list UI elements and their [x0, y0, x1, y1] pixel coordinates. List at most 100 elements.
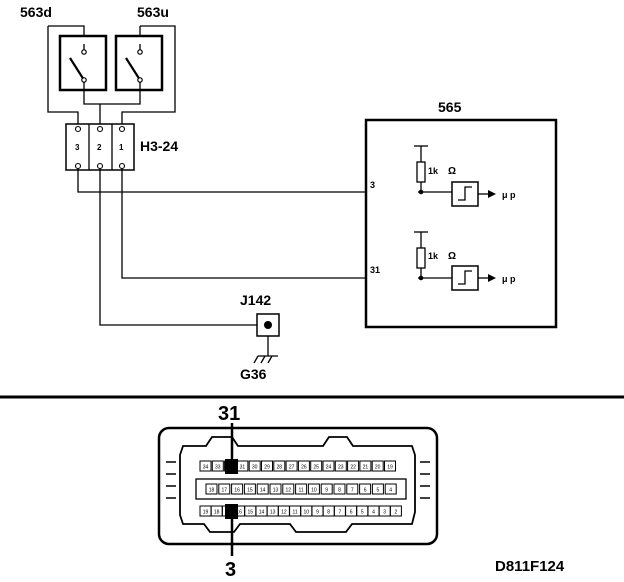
pin-callout-top: 31: [218, 403, 240, 425]
row3-pin-number: 2: [395, 510, 398, 516]
ohm-label-upper: Ω: [448, 166, 456, 177]
row1-pin-number: 23: [338, 465, 344, 471]
control-unit-565: [364, 118, 558, 329]
row2-pin-number: 4: [389, 488, 392, 494]
output-label-upper: μ p: [502, 190, 516, 200]
row2-pin-cell: [371, 483, 384, 495]
row1-pin-cell: [347, 460, 360, 472]
row2-pin-cell: [231, 483, 244, 495]
splice-label: J142: [240, 292, 271, 308]
diagram-code: D811F124: [495, 558, 565, 575]
input-stage-lower: [414, 231, 496, 291]
row2-pin-number: 12: [286, 488, 292, 494]
row1-pin-cell: [297, 460, 310, 472]
row3-pin-number: 12: [281, 510, 287, 516]
highlight-pin-31: [225, 459, 238, 474]
row3-pin-cell: [389, 505, 402, 517]
row2-pin-number: 11: [298, 488, 303, 494]
row2-pin-number: 6: [364, 488, 367, 494]
row1-pin-number: 34: [203, 465, 209, 471]
row1-pin-number: 22: [350, 465, 356, 471]
pin-label-1: 1: [119, 143, 124, 152]
switch-563d: [58, 34, 108, 92]
row2-pin-number: 7: [351, 488, 354, 494]
row1-pin-number: 30: [252, 465, 258, 471]
input-stage-upper: [414, 145, 496, 207]
row3-pin-number: 6: [350, 510, 353, 516]
row1-pin-number: 31: [240, 465, 246, 471]
row2-pin-cell: [346, 483, 359, 495]
control-unit-label: 565: [438, 99, 462, 115]
row2-pin-number: 13: [273, 488, 279, 494]
row2-pin-cell: [243, 483, 256, 495]
row1-pin-number: 21: [363, 465, 369, 471]
splice-j142: [256, 313, 280, 356]
pin-label-2: 2: [97, 143, 102, 152]
row2-pin-cell: [205, 483, 218, 495]
row2-pin-number: 10: [311, 488, 317, 494]
row1-pin-cell: [322, 460, 335, 472]
row1-pin-number: 24: [326, 465, 332, 471]
row3-pin-number: 11: [292, 510, 297, 516]
connector-label: H3-24: [140, 138, 178, 154]
row1-pin-cell: [285, 460, 298, 472]
row2-pin-number: 5: [377, 488, 380, 494]
wire-pin3-to-565: [77, 168, 418, 193]
row1-pin-number: 26: [301, 465, 307, 471]
ohm-label-lower: Ω: [448, 251, 456, 262]
row1-pin-number: 28: [277, 465, 283, 471]
row2-pin-number: 8: [338, 488, 341, 494]
highlight-pin-3: [225, 504, 238, 519]
row2-pin-cell: [307, 483, 320, 495]
row3-pin-number: 7: [339, 510, 342, 516]
row1-pin-cell: [211, 460, 224, 472]
switch-563u-label: 563u: [137, 4, 169, 20]
row2-pin-cell: [256, 483, 269, 495]
wire-563d-outer: [47, 26, 79, 124]
switch-563d-label: 563d: [20, 4, 52, 20]
row3-pin-number: 3: [383, 510, 386, 516]
row1-pin-number: 33: [215, 465, 221, 471]
row1-pin-number: 29: [264, 465, 270, 471]
row1-pin-number: 27: [289, 465, 295, 471]
row1-pin-number: 19: [387, 465, 393, 471]
pin-label-3: 3: [75, 143, 80, 152]
pin-callout-bottom: 3: [225, 559, 236, 581]
row1-pin-cell: [310, 460, 323, 472]
row2-pin-cell: [218, 483, 231, 495]
row3-pin-number: 9: [316, 510, 319, 516]
row2-pin-number: 9: [325, 488, 328, 494]
row1-pin-cell: [261, 460, 273, 472]
input-label-upper: 3: [370, 180, 375, 190]
row3-pin-number: 16: [236, 510, 242, 516]
row2-pin-cell: [282, 483, 295, 495]
row3-pin-number: 10: [304, 510, 310, 516]
row2-pin-number: 18: [209, 488, 215, 494]
row3-pin-number: 14: [259, 510, 265, 516]
row3-pin-number: 5: [361, 510, 364, 516]
row2-pin-cell: [359, 483, 372, 495]
row3-pin-number: 8: [327, 510, 330, 516]
row2-pin-cell: [384, 483, 397, 495]
row2-pin-number: 17: [222, 488, 228, 494]
resistor-label-lower: 1k: [428, 251, 439, 261]
row3-pin-number: 15: [248, 510, 254, 516]
output-label-lower: μ p: [502, 274, 516, 284]
ground-label: G36: [240, 366, 267, 382]
switch-563u: [114, 34, 164, 92]
wire-pin1-to-565: [121, 168, 418, 279]
wire-563d-top: [48, 25, 85, 36]
row3-pin-number: 18: [214, 510, 220, 516]
row1-pin-cell: [199, 460, 212, 472]
row2-pin-number: 14: [260, 488, 266, 494]
wire-common: [83, 90, 141, 105]
row2-pin-cell: [295, 483, 308, 495]
row2-pin-number: 16: [234, 488, 240, 494]
row1-pin-cell: [248, 460, 261, 472]
wire-563u-outer: [121, 25, 176, 124]
row1-pin-cell: [371, 460, 384, 472]
row1-pin-cell: [384, 460, 396, 472]
row3-pin-number: 13: [270, 510, 276, 516]
input-label-lower: 31: [370, 265, 380, 275]
